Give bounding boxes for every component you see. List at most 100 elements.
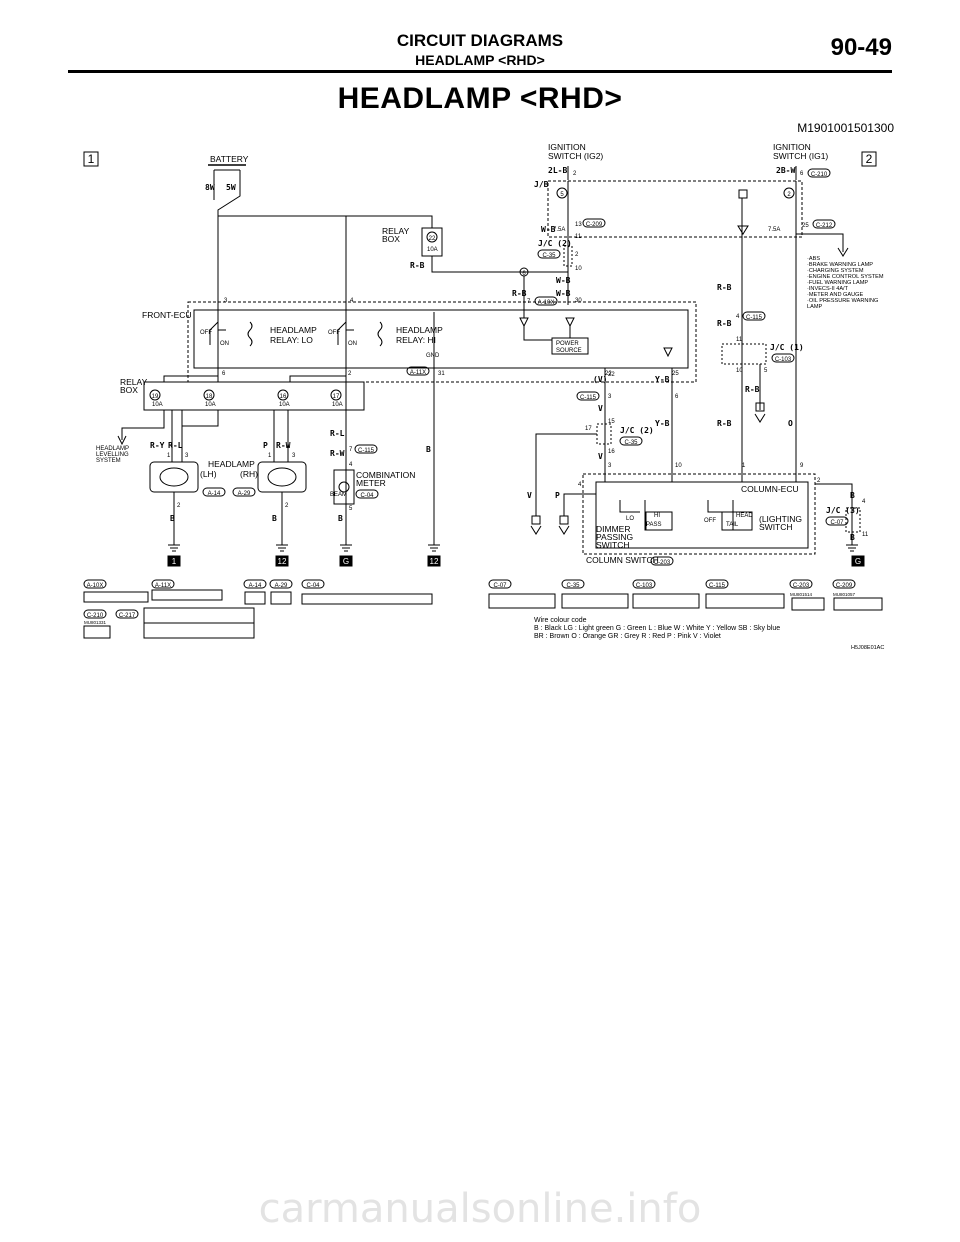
connector-tag: C-103 <box>775 357 792 363</box>
pin-label: 4 <box>350 298 354 304</box>
legend-tag: C-209 <box>836 583 853 589</box>
pin-label: 15 <box>608 419 615 425</box>
connector-tag: A-10X <box>538 300 555 306</box>
ground-row: 1 12 G 12 <box>167 544 441 567</box>
headlamp-lh: R-Y R-L 1 3 2 B A-14 <box>149 410 226 545</box>
wire-label: R-B <box>745 385 760 394</box>
junction-label: J/C (2) <box>620 426 654 435</box>
headlamp-levelling: HEADLAMP LEVELLING SYSTEM <box>96 410 165 464</box>
fuse-num: 16 <box>280 394 287 400</box>
legend-tag: C-07 <box>493 583 507 589</box>
colour-code-heading: Wire colour code <box>534 617 587 624</box>
column-ecu-label: COLUMN-ECU <box>741 484 799 494</box>
switch-pos-label: OFF <box>704 518 716 524</box>
ground-mark: G <box>343 557 349 566</box>
wire-label: O <box>788 419 793 428</box>
relay-contact-label: ON <box>220 341 229 347</box>
pin-label: 10 <box>675 463 682 469</box>
combination-meter: R-L 7 C-115 R-W 4 BEAM COMBINATION METER… <box>330 382 415 545</box>
pin-label: 25 <box>672 371 679 377</box>
ig1-label-2: SWITCH (IG1) <box>773 151 828 161</box>
gnd-label: GND <box>426 353 440 359</box>
connector-tag: C-35 <box>624 440 638 446</box>
load-item: LAMP <box>807 304 823 310</box>
fuse-num: 22 <box>429 236 436 242</box>
headlamp-label: HEADLAMP <box>208 459 255 469</box>
wire-label: W-B <box>556 276 571 285</box>
connector-legend: A-10X A-11X A-14 A-29 C-04 C-07 C-35 C-1… <box>83 579 883 639</box>
load-item: ·ABS <box>807 256 820 262</box>
wire-label: R-B <box>410 261 425 270</box>
battery: BATTERY 8W 5W <box>205 154 249 232</box>
wire-label: B <box>850 491 855 500</box>
column-switch-label: COLUMN SWITCH <box>586 555 659 565</box>
ground-mark: 1 <box>172 557 177 566</box>
wire-label: V <box>598 452 603 461</box>
dimmer-label-2: PASSING <box>596 532 633 542</box>
relay-box-label-2: BOX <box>382 234 400 244</box>
ig2-label-2: SWITCH (IG2) <box>548 151 603 161</box>
headlamp-rh: P R-W 1 3 2 B A-29 <box>232 410 307 545</box>
levelling-label-2: LEVELLING <box>96 452 129 458</box>
pin-label: 22 <box>608 372 615 378</box>
load-item: ·BRAKE WARNING LAMP <box>807 262 873 268</box>
battery-label: BATTERY <box>210 154 249 164</box>
pin-label: 4 <box>736 314 740 320</box>
relay-contact-label: OFF <box>200 330 212 336</box>
pin-label: 13 <box>575 222 582 228</box>
wire-label: Y-B <box>655 419 670 428</box>
connector-tag: C-115 <box>746 315 763 321</box>
wire-label: V <box>527 491 532 500</box>
legend-tag: A-29 <box>275 583 288 589</box>
wire-label: B <box>850 533 855 542</box>
connector-tag: C-115 <box>580 395 597 401</box>
pin-label: 2 <box>348 371 352 377</box>
wire-label: 8W <box>205 183 215 192</box>
fuse-rating: 10A <box>427 247 438 253</box>
pin-label: 10 <box>575 266 582 272</box>
wire-label: B <box>338 514 343 523</box>
document-code: M1901001501300 <box>797 121 894 135</box>
load-item: ·METER AND GAUGE <box>807 292 864 298</box>
pin-label: 3 <box>292 453 296 459</box>
pin-label: 2 <box>575 252 579 258</box>
relay-lo-label-2: RELAY: LO <box>270 335 313 345</box>
levelling-label-1: HEADLAMP <box>96 446 129 452</box>
load-item: ·FUEL WARNING LAMP <box>807 280 868 286</box>
ground-mark: 12 <box>430 557 439 566</box>
levelling-label-3: SYSTEM <box>96 458 121 464</box>
legend-tag: C-103 <box>636 583 653 589</box>
connector-tag: C-203 <box>654 560 671 566</box>
pin-label: 3 <box>185 453 189 459</box>
wire-label: P <box>263 441 268 450</box>
connector-tag: A-14 <box>208 491 221 497</box>
pin-label: 5 <box>349 506 353 512</box>
connector-tag: A-29 <box>238 491 251 497</box>
ig1-load-list: ·ABS ·BRAKE WARNING LAMP ·CHARGING SYSTE… <box>807 256 884 310</box>
pin-label: 31 <box>438 371 445 377</box>
pin-label: 25 <box>802 223 809 229</box>
pin-label: 6 <box>675 394 679 400</box>
jc-c115-area: (V) 22 Y-B C-115 3 6 V 15 17 J/C (2) C-3… <box>576 237 804 482</box>
circuit-diagram: 1 2 BATTERY 8W 5W IGNITION SWITCH (IG2) … <box>83 142 884 651</box>
main-power-wiring: 13 C-209 11 W-B J/C (2) C-35 2 10 6 R-B … <box>217 198 849 318</box>
wire-label: W-B <box>556 289 571 298</box>
power-source-label-2: SOURCE <box>556 348 582 354</box>
connector-tag: C-115 <box>358 448 375 454</box>
relay-box-left-label-2: BOX <box>120 385 138 395</box>
pin-label: 16 <box>608 449 615 455</box>
junction-label: J/C (2) <box>538 239 572 248</box>
pin-label: 22 <box>605 371 612 377</box>
sheet-marker-left: 1 <box>83 151 99 167</box>
header-rule <box>68 70 892 73</box>
pin-label: 4 <box>349 462 353 468</box>
lighting-label-2: SWITCH <box>759 522 793 532</box>
pin-label: 4 <box>578 482 582 488</box>
fuse-rating: 7.5A <box>768 227 780 233</box>
legend-tag: A-10X <box>87 583 104 589</box>
lighting-label-1: (LIGHTING <box>759 514 802 524</box>
pin-label: 7 <box>349 447 353 453</box>
load-item: ·INVECS-II 4A/T <box>807 286 849 292</box>
legend-tag: C-217 <box>119 613 136 619</box>
pin-label: 6 <box>222 371 226 377</box>
